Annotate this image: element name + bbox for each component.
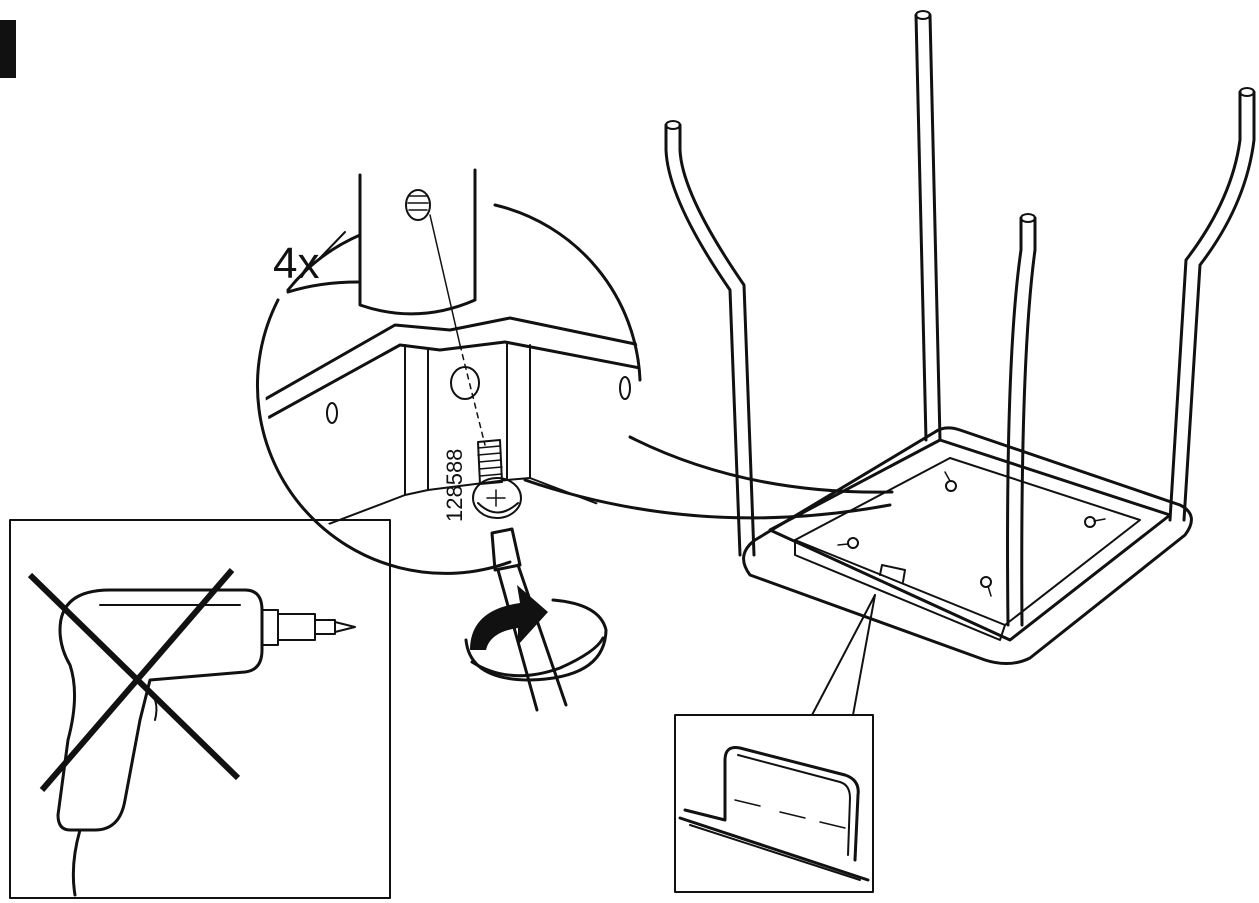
power-drill-icon bbox=[56, 588, 356, 897]
frame-screw-icon bbox=[837, 471, 1106, 597]
table-frame bbox=[664, 10, 1256, 716]
detail-magnifier bbox=[255, 168, 894, 575]
no-drill-inset bbox=[9, 519, 391, 899]
table-leg bbox=[914, 13, 928, 442]
part-number-label: 128588 bbox=[442, 449, 467, 522]
step-marker bbox=[0, 20, 16, 78]
prohibited-cross-icon bbox=[27, 568, 241, 792]
quantity-label: 4x bbox=[273, 239, 319, 288]
leg-screw-hole-icon bbox=[405, 189, 431, 221]
clip-detail-inset bbox=[674, 714, 874, 893]
rotation-arrow-icon bbox=[464, 585, 608, 682]
screw-icon bbox=[472, 439, 522, 519]
table-leg bbox=[1168, 90, 1242, 522]
table-leg bbox=[1006, 216, 1023, 627]
table-leg bbox=[664, 123, 742, 557]
screwdriver-icon bbox=[490, 527, 568, 712]
